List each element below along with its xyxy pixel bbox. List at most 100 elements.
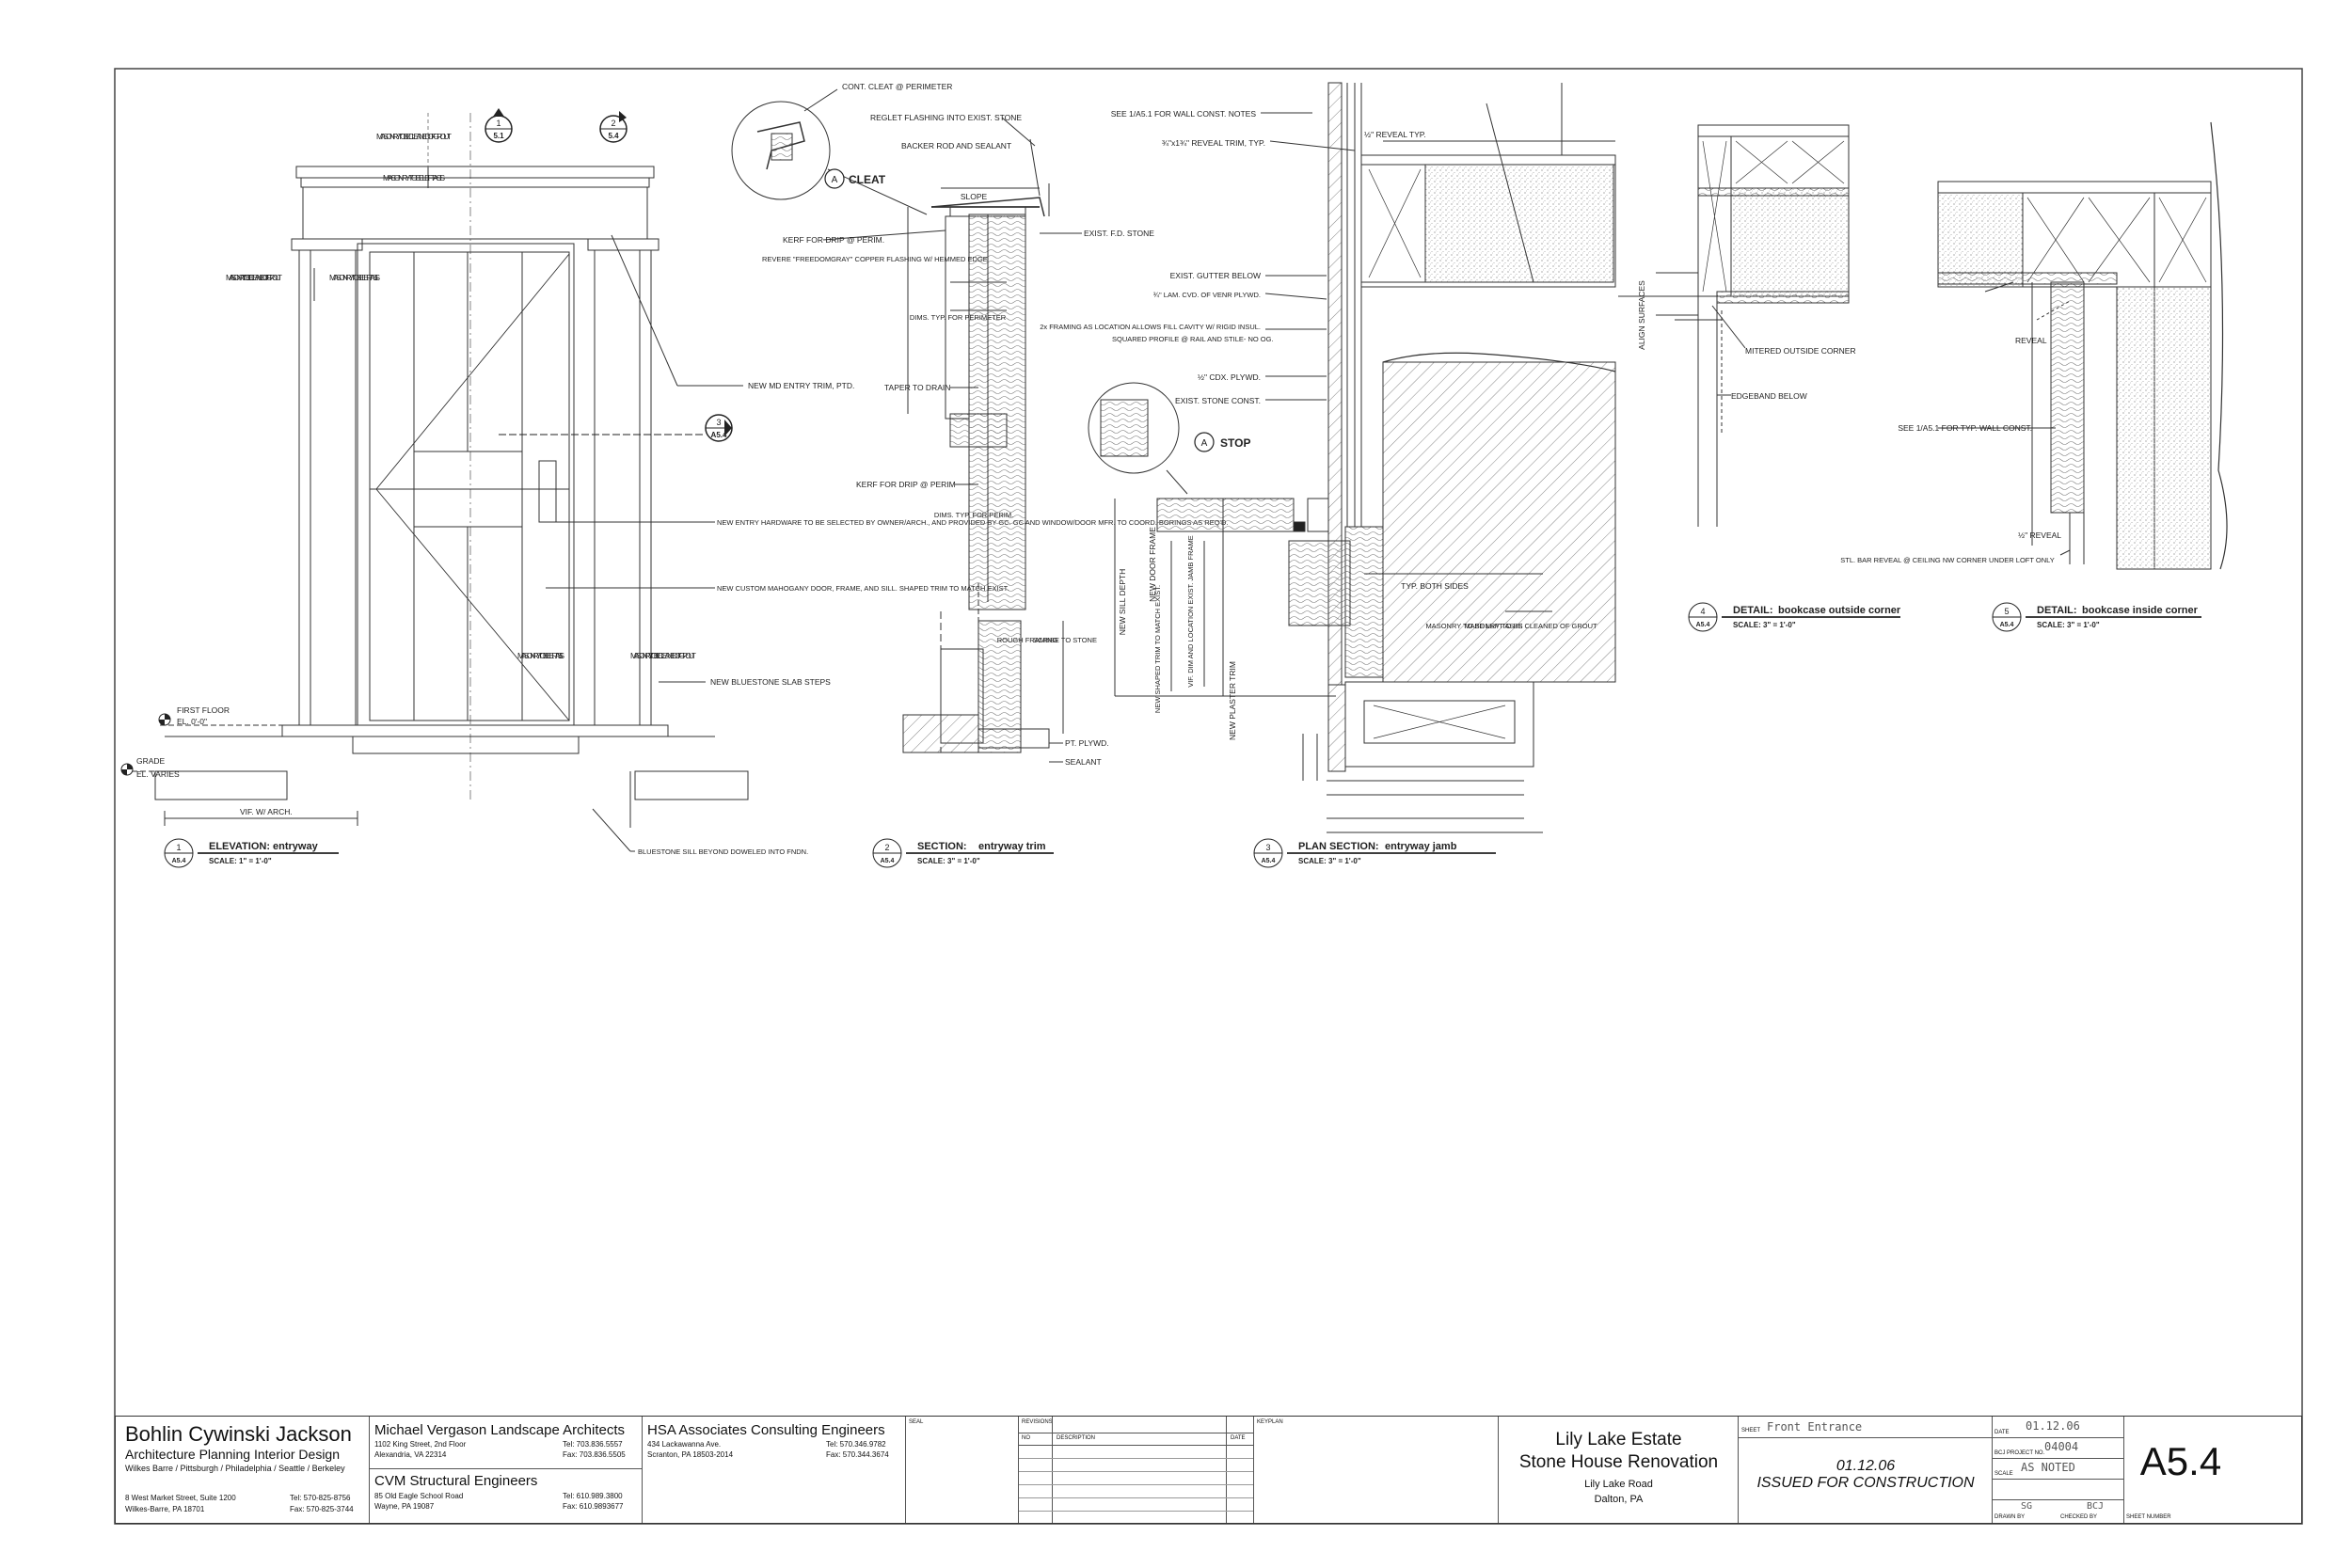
svg-text:NEW PLASTER TRIM: NEW PLASTER TRIM xyxy=(1228,661,1237,740)
svg-text:CLEAT: CLEAT xyxy=(849,173,886,186)
svg-text:MASONRY TO BE LEFT AS IS: MASONRY TO BE LEFT AS IS xyxy=(383,173,445,182)
detail-title-5: 5 A5.4 DETAIL: bookcase inside corner SC… xyxy=(1992,602,2201,632)
section-callout-5-1[interactable]: 1 5.1 xyxy=(485,108,513,143)
section-callout-5-4[interactable]: 2 5.4 xyxy=(599,111,628,143)
scale-value: AS NOTED xyxy=(2021,1461,2075,1474)
svg-text:ROUGH FRAMING: ROUGH FRAMING xyxy=(997,636,1058,644)
consultants-block-2: HSA Associates Consulting Engineers 434 … xyxy=(643,1417,906,1523)
mep-tel: Tel: 570.346.9782 xyxy=(826,1440,886,1449)
detail-callout-cleat[interactable]: A CLEAT xyxy=(824,168,886,189)
svg-text:BACKER ROD AND SEALANT: BACKER ROD AND SEALANT xyxy=(901,141,1011,150)
architect-name: Bohlin Cywinski Jackson xyxy=(125,1422,352,1446)
svg-text:EL. 0'-0": EL. 0'-0" xyxy=(177,717,207,726)
svg-text:NEW DOOR FRAME: NEW DOOR FRAME xyxy=(1148,527,1157,602)
svg-text:KERF FOR DRIP @ PERIM: KERF FOR DRIP @ PERIM xyxy=(856,480,956,489)
svg-text:DETAIL:: DETAIL: xyxy=(2037,605,2077,616)
svg-text:½" CDX. PLYWD.: ½" CDX. PLYWD. xyxy=(1198,372,1261,382)
section-notes: CONT. CLEAT @ PERIMETER REGLET FLASHING … xyxy=(762,82,1154,767)
project-name: Lily Lake Estate xyxy=(1555,1430,1682,1449)
svg-text:DETAIL:: DETAIL: xyxy=(1733,605,1773,616)
svg-text:MASONRY TO BE CLEANED OF GROUT: MASONRY TO BE CLEANED OF GROUT xyxy=(630,651,696,660)
detail-callout-stop[interactable]: A STOP xyxy=(1194,432,1250,452)
architect-disciplines: Architecture Planning Interior Design xyxy=(125,1447,341,1462)
svg-text:A5.4: A5.4 xyxy=(2000,622,2014,628)
svg-text:SCRIBE TO STONE: SCRIBE TO STONE xyxy=(1033,636,1097,644)
sheet-border xyxy=(114,68,2303,1525)
bookcase-inside-notes: SEE 1/A5.1 FOR TYP. WALL CONST. REVEAL S… xyxy=(1840,336,2061,564)
svg-text:½" REVEAL TYP.: ½" REVEAL TYP. xyxy=(1364,130,1426,139)
issue-date: 01.12.06 xyxy=(1836,1458,1896,1474)
sheet-label: SHEET xyxy=(1741,1428,1761,1433)
revisions-description-header: DESCRIPTION xyxy=(1057,1435,1096,1441)
plan-section-notes: SEE 1/A5.1 FOR WALL CONST. NOTES ¾"x1¾" … xyxy=(1040,109,1597,740)
svg-text:1: 1 xyxy=(176,843,181,852)
svg-text:2: 2 xyxy=(884,843,889,852)
svg-text:DIMS. TYP. FOR PERIM.: DIMS. TYP. FOR PERIM. xyxy=(934,511,1013,519)
landscape-firm-name: Michael Vergason Landscape Architects xyxy=(374,1422,625,1438)
svg-text:A5.4: A5.4 xyxy=(1696,622,1710,628)
keyplan-block: KEYPLAN xyxy=(1254,1417,1499,1523)
architect-address-2: Wilkes-Barre, PA 18701 xyxy=(125,1505,205,1513)
svg-text:A5.4: A5.4 xyxy=(881,858,895,864)
svg-text:REVERE "FREEDOMGRAY" COPPER FL: REVERE "FREEDOMGRAY" COPPER FLASHING W/ … xyxy=(762,255,988,263)
elevation-entryway-drawing xyxy=(132,113,749,852)
svg-text:A: A xyxy=(1201,438,1208,449)
svg-text:KERF FOR DRIP @ PERIM.: KERF FOR DRIP @ PERIM. xyxy=(783,235,884,245)
svg-text:SCALE: 3" = 1'-0": SCALE: 3" = 1'-0" xyxy=(1298,857,1361,865)
svg-text:MITERED OUTSIDE CORNER: MITERED OUTSIDE CORNER xyxy=(1745,346,1856,356)
svg-text:¾"x1¾" REVEAL TRIM, TYP.: ¾"x1¾" REVEAL TRIM, TYP. xyxy=(1162,138,1265,148)
project-no-label: BCJ PROJECT NO. xyxy=(1994,1450,2045,1456)
revisions-label: REVISIONS xyxy=(1022,1419,1053,1425)
svg-text:A5.4: A5.4 xyxy=(172,858,186,864)
project-city: Dalton, PA xyxy=(1594,1494,1644,1505)
sheet-info-block: SHEET Front Entrance 01.12.06 ISSUED FOR… xyxy=(1739,1417,1993,1523)
svg-text:TYP. BOTH SIDES: TYP. BOTH SIDES xyxy=(1401,581,1469,591)
landscape-address-2: Alexandria, VA 22314 xyxy=(374,1450,447,1459)
revisions-date-header: DATE xyxy=(1231,1435,1246,1441)
project-subtitle: Stone House Renovation xyxy=(1518,1452,1719,1472)
svg-text:5: 5 xyxy=(2004,607,2009,616)
architect-fax: Fax: 570-825-3744 xyxy=(290,1505,354,1513)
drawn-by-label: DRAWN BY xyxy=(1994,1514,2026,1520)
sheet-number: A5.4 xyxy=(2139,1439,2222,1483)
checked-by-value: BCJ xyxy=(2087,1501,2105,1512)
sheet-number-block: A5.4 SHEET NUMBER xyxy=(2124,1417,2301,1523)
svg-text:NEW MD ENTRY TRIM, PTD.: NEW MD ENTRY TRIM, PTD. xyxy=(748,381,854,390)
date-label: DATE xyxy=(1994,1430,2010,1435)
level-marker-first-floor xyxy=(158,713,171,726)
bookcase-outside-corner-drawing xyxy=(1656,124,1850,527)
svg-text:EL. VARIES: EL. VARIES xyxy=(136,769,180,779)
svg-text:entryway trim: entryway trim xyxy=(978,841,1046,852)
keyplan-label: KEYPLAN xyxy=(1257,1419,1283,1425)
revisions-no-header: NO xyxy=(1022,1435,1030,1441)
svg-text:SCALE: 3" = 1'-0": SCALE: 3" = 1'-0" xyxy=(917,857,980,865)
architect-block: Bohlin Cywinski Jackson Architecture Pla… xyxy=(116,1417,370,1523)
structural-address-1: 85 Old Eagle School Road xyxy=(374,1492,464,1500)
svg-text:DIMS. TYP. FOR PERIMETER: DIMS. TYP. FOR PERIMETER xyxy=(910,313,1007,322)
title-block: Bohlin Cywinski Jackson Architecture Pla… xyxy=(115,1416,2302,1524)
architect-offices: Wilkes Barre / Pittsburgh / Philadelphia… xyxy=(125,1464,345,1473)
svg-text:MASONRY TO BE LEFT AS IS: MASONRY TO BE LEFT AS IS xyxy=(329,273,380,282)
consultants-block-1: Michael Vergason Landscape Architects 11… xyxy=(370,1417,643,1523)
svg-text:A5.4: A5.4 xyxy=(1262,858,1276,864)
section-entryway-trim-drawing xyxy=(731,88,1082,763)
svg-text:SEE 1/A5.1 FOR TYP. WALL CONST: SEE 1/A5.1 FOR TYP. WALL CONST. xyxy=(1898,423,2032,433)
structural-tel: Tel: 610.989.3800 xyxy=(563,1492,623,1500)
svg-text:EDGEBAND BELOW: EDGEBAND BELOW xyxy=(1731,391,1807,401)
architect-tel: Tel: 570-825-8756 xyxy=(290,1494,351,1502)
structural-firm-name: CVM Structural Engineers xyxy=(374,1473,538,1489)
detail-title-2: 2 A5.4 SECTION: entryway trim SCALE: 3" … xyxy=(872,838,1054,868)
svg-text:SECTION:: SECTION: xyxy=(917,841,967,852)
section-callout-3-a54[interactable]: 3 A5.4 xyxy=(499,414,733,442)
landscape-address-1: 1102 King Street, 2nd Floor xyxy=(374,1440,467,1449)
svg-text:CONT. CLEAT @ PERIMETER: CONT. CLEAT @ PERIMETER xyxy=(842,82,952,91)
structural-fax: Fax: 610.9893677 xyxy=(563,1502,624,1511)
svg-text:BLUESTONE SILL BEYOND DOWELED: BLUESTONE SILL BEYOND DOWELED INTO FNDN. xyxy=(638,847,808,856)
svg-text:EXIST. STONE CONST.: EXIST. STONE CONST. xyxy=(1175,396,1261,405)
mep-address-2: Scranton, PA 18503-2014 xyxy=(647,1450,734,1459)
svg-text:SEALANT: SEALANT xyxy=(1065,757,1102,767)
svg-text:2x FRAMING AS LOCATION ALLOWS: 2x FRAMING AS LOCATION ALLOWS FILL CAVIT… xyxy=(1040,323,1261,331)
svg-text:EXIST. GUTTER BELOW: EXIST. GUTTER BELOW xyxy=(1170,271,1261,280)
svg-text:NEW BLUESTONE SLAB STEPS: NEW BLUESTONE SLAB STEPS xyxy=(710,677,831,687)
svg-text:STOP: STOP xyxy=(1220,436,1250,450)
